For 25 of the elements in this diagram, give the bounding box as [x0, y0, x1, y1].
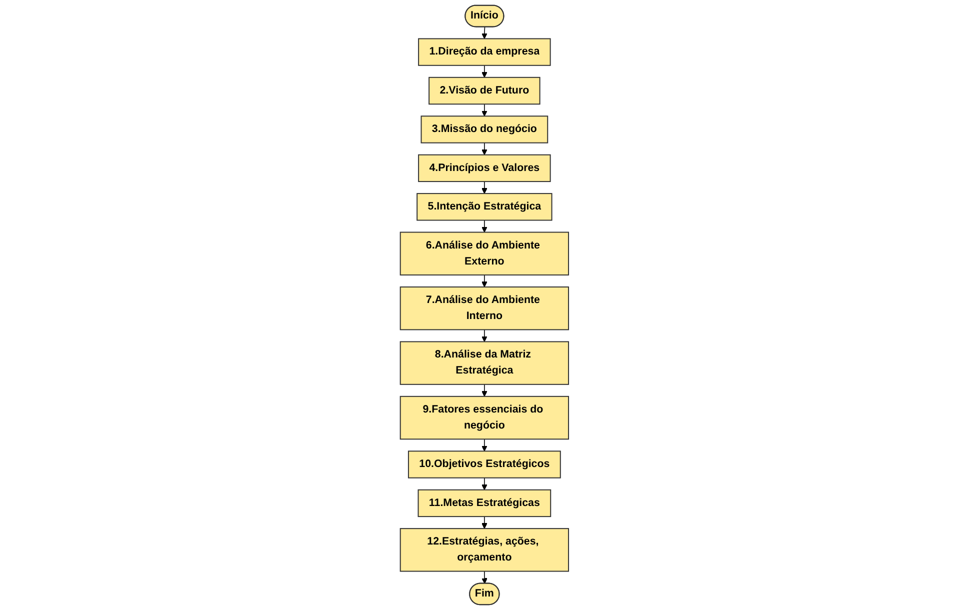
arrow — [481, 477, 487, 490]
arrow — [481, 570, 487, 584]
node-box: 5.Intenção Estratégica — [416, 193, 552, 221]
arrow — [481, 438, 487, 452]
arrow — [481, 142, 487, 156]
node-box: 10.Objetivos Estratégicos — [408, 450, 560, 478]
node-box: 3.Missão do negócio — [420, 116, 548, 144]
node-box: 12.Estratégias, ações, orçamento — [399, 528, 569, 572]
arrow — [481, 26, 487, 39]
arrow — [481, 274, 487, 288]
node-box: 8.Análise da Matriz Estratégica — [399, 341, 569, 385]
node-box: 6.Análise do Ambiente Externo — [399, 232, 569, 276]
arrow — [481, 181, 487, 194]
arrow — [481, 384, 487, 397]
node-box: 7.Análise do Ambiente Interno — [399, 286, 569, 330]
node-box: 1.Direção da empresa — [418, 38, 550, 66]
arrow — [481, 516, 487, 529]
arrow — [481, 65, 487, 78]
arrow — [481, 220, 487, 233]
node-box: 11.Metas Estratégicas — [417, 489, 551, 518]
node-box: 9.Fatores essenciais do negócio — [399, 396, 569, 440]
arrow — [481, 329, 487, 342]
node-box: 2.Visão de Futuro — [428, 76, 540, 105]
arrow — [481, 104, 487, 116]
node-box: 4.Princípios e Valores — [418, 154, 550, 182]
